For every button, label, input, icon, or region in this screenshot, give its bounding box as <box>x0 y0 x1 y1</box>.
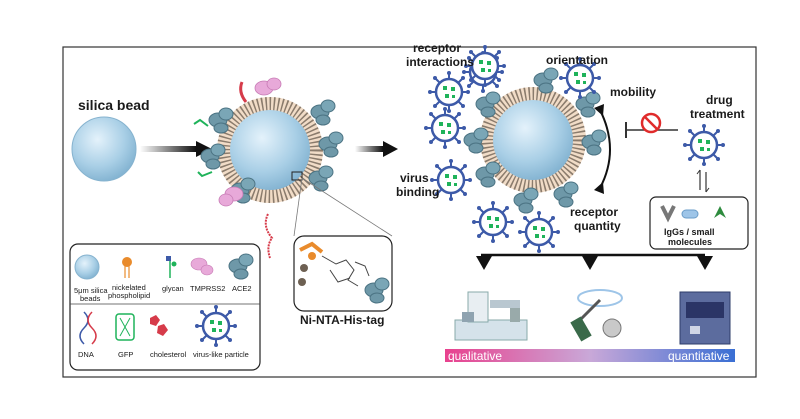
silica-bead <box>71 116 137 182</box>
legend-dna-icon <box>79 311 97 345</box>
equilibrium-arrows <box>696 169 710 193</box>
receptor-interactions-label-2: interactions <box>406 55 474 69</box>
receptor-quantity-label-1: receptor <box>570 205 618 219</box>
legend-phospholipid-icon <box>122 257 132 278</box>
iggs-label-2: molecules <box>668 237 712 247</box>
quantitative-label: quantitative <box>668 349 730 363</box>
branch-arrows <box>476 253 713 270</box>
arrow-2 <box>355 141 398 157</box>
zoom-line-right <box>301 177 393 237</box>
legend-gfp-icon <box>115 313 135 341</box>
mobility-label: mobility <box>610 85 656 99</box>
legend-tmprss2: TMPRSS2 <box>190 284 225 293</box>
functionalized-bead <box>193 77 344 259</box>
legend-vlp-icon <box>193 303 239 349</box>
legend-silica-1: 5μm silica <box>74 286 108 295</box>
legend-ace2: ACE2 <box>232 284 252 293</box>
iggs-label-1: IgGs / small <box>664 227 715 237</box>
mobility-arrow <box>599 109 611 189</box>
receptor-quantity-label-2: quantity <box>574 219 621 233</box>
orientation-label: orientation <box>546 53 608 67</box>
qualitative-quantitative-scale <box>445 349 735 362</box>
legend-dna: DNA <box>78 350 94 359</box>
drug-virus <box>681 122 727 168</box>
prohibited-icon <box>640 112 662 134</box>
virus-binding-label-1: virus <box>400 171 429 185</box>
legend-nickel-2: phospholipid <box>108 291 150 300</box>
legend-glycan-icon <box>166 256 177 278</box>
silica-bead-label: silica bead <box>78 97 150 113</box>
microscope-icon <box>454 291 528 341</box>
drug-treatment-label-2: treatment <box>690 107 745 121</box>
pipette-icon <box>570 289 623 342</box>
iggs-box <box>649 196 749 250</box>
legend: 5μm silica beads nickelated phospholipid… <box>69 243 261 371</box>
legend-cholesterol-icon <box>150 315 168 336</box>
zoom-line-left <box>293 177 303 237</box>
legend-tmprss2-icon <box>190 257 214 276</box>
drug-treatment-label-1: drug <box>706 93 733 107</box>
flow-cytometer-icon <box>679 291 731 345</box>
tmprss2-cluster <box>218 77 282 207</box>
qualitative-label: qualitative <box>448 349 502 363</box>
legend-gfp: GFP <box>118 350 133 359</box>
arrow-1 <box>140 141 212 157</box>
ni-nta-label: Ni-NTA-His-tag <box>300 313 384 327</box>
legend-cholesterol: cholesterol <box>150 350 187 359</box>
legend-nickel-1: nickelated <box>112 283 146 292</box>
legend-vlp: virus-like particle <box>193 350 249 359</box>
receptor-interactions-label-1: receptor <box>413 41 461 55</box>
legend-silica-2: beads <box>80 294 101 303</box>
virus-binding-label-2: binding <box>396 185 439 199</box>
legend-bead-icon <box>74 254 100 280</box>
ni-nta-inset <box>293 235 393 312</box>
legend-glycan: glycan <box>162 284 184 293</box>
